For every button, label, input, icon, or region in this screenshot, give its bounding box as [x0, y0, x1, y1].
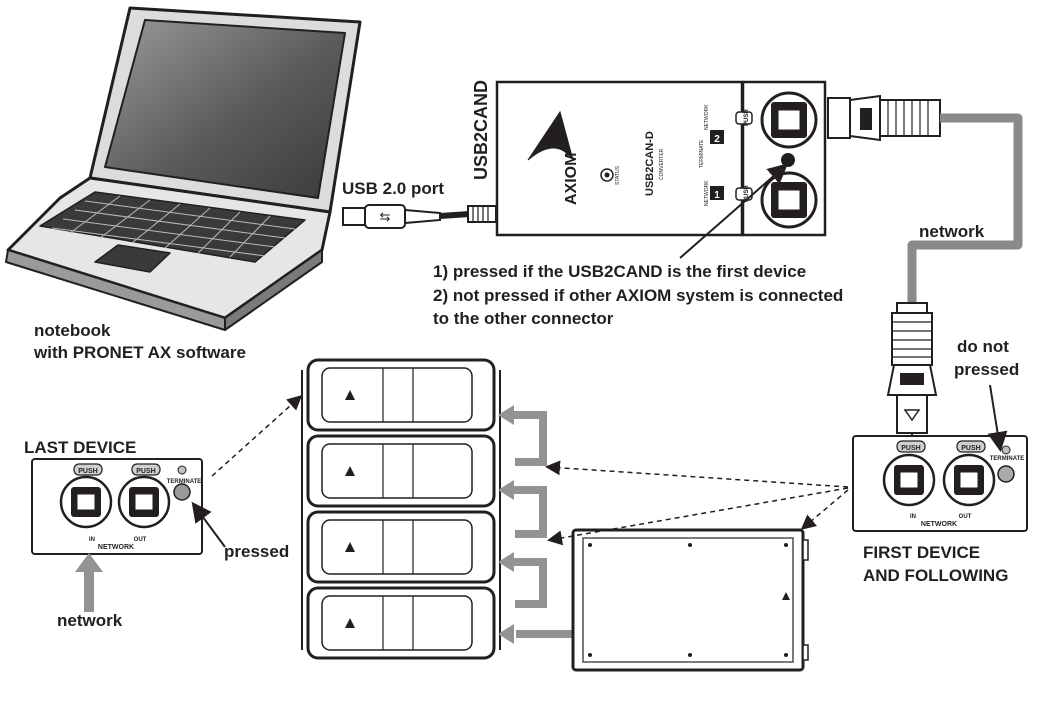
- network-label-bottom: network: [57, 611, 123, 630]
- note-line-2: 2) not pressed if other AXIOM system is …: [433, 286, 844, 305]
- last-terminate-label: TERMINATE: [167, 479, 202, 485]
- network-plug-vertical: [886, 302, 938, 440]
- first-in-label: IN: [910, 514, 916, 520]
- dashed-pointers: [211, 394, 849, 546]
- device-text: USB2CAND AXIOM USB2CAN-D CONVERTER STATU…: [78, 80, 1024, 551]
- last-device-label: LAST DEVICE: [24, 438, 137, 457]
- converter-push-1: PUSH: [744, 109, 750, 126]
- network-cable: [907, 113, 1023, 305]
- subwoofer: [571, 528, 809, 672]
- converter-network-label-2: NETWORK: [704, 104, 710, 130]
- network-plug-top: [827, 94, 941, 142]
- do-not-pressed-label: pressed: [954, 360, 1020, 379]
- converter-network-label-1: NETWORK: [704, 180, 710, 206]
- first-push-out: PUSH: [961, 445, 980, 452]
- last-push-in: PUSH: [78, 468, 97, 475]
- speaker-stack: [301, 358, 501, 660]
- notebook-software-label: with PRONET AX software: [34, 343, 246, 362]
- first-push-in: PUSH: [901, 445, 920, 452]
- first-network-label: NETWORK: [921, 521, 957, 528]
- last-out-label: OUT: [134, 537, 147, 543]
- network-arrow-in: [75, 553, 103, 612]
- converter-model: USB2CAN-D: [644, 131, 656, 196]
- first-device-label: FIRST DEVICE: [863, 543, 981, 562]
- converter-push-2: PUSH: [744, 185, 750, 202]
- usb-port-label: USB 2.0 port: [342, 179, 445, 198]
- first-terminate-label: TERMINATE: [990, 456, 1025, 462]
- converter-network-2: 2: [714, 134, 720, 145]
- first-device-following-label: AND FOLLOWING: [863, 566, 1009, 585]
- do-not-label: do not: [957, 337, 1009, 356]
- notebook-label: notebook: [34, 321, 111, 340]
- last-push-out: PUSH: [136, 468, 155, 475]
- converter-status-label: STATUS: [615, 165, 621, 185]
- daisy-chain-arrows: [510, 411, 580, 638]
- note-line-1: 1) pressed if the USB2CAND is the first …: [433, 262, 807, 281]
- network-label-top: network: [919, 222, 985, 241]
- first-out-label: OUT: [959, 514, 972, 520]
- converter-model-sub: CONVERTER: [659, 148, 665, 180]
- usb2cand-converter: [495, 80, 827, 259]
- pressed-label: pressed: [224, 542, 290, 561]
- converter-terminate-label: TERMINATE: [699, 139, 705, 168]
- daisy-chain-arrowheads: [498, 405, 514, 644]
- converter-name: USB2CAND: [471, 80, 491, 180]
- svg-text:⇆: ⇆: [380, 209, 391, 224]
- last-in-label: IN: [89, 537, 95, 543]
- converter-network-1: 1: [714, 190, 720, 201]
- notebook-illustration: [5, 6, 362, 331]
- first-device-panel: [852, 384, 1028, 532]
- note-line-3: to the other connector: [433, 309, 614, 328]
- usb-cable: ⇆: [342, 204, 497, 229]
- last-device-panel: [31, 458, 226, 555]
- last-network-label: NETWORK: [98, 544, 134, 551]
- converter-brand: AXIOM: [563, 153, 580, 205]
